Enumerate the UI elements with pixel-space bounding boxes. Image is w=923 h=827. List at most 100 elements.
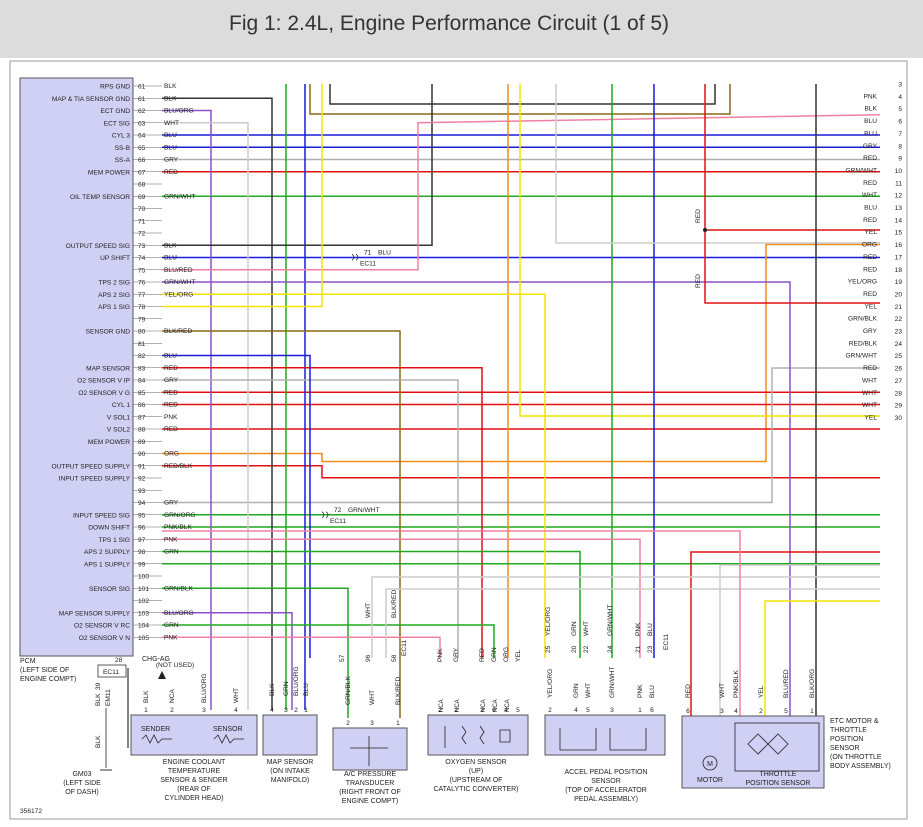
pcm-pin-number: 72: [138, 231, 146, 238]
terminal-wire-label: WHT: [862, 192, 877, 199]
terminal-wire-label: RED: [863, 217, 877, 224]
map-pin-wire: GRN: [283, 681, 290, 696]
terminal-number: 29: [895, 403, 903, 410]
apps-pin-wire: BLU: [649, 685, 656, 698]
pcm-pin-number: 80: [138, 329, 146, 336]
pcm-pin-label: O2 SENSOR V N: [79, 635, 131, 642]
pcm-location-label: ENGINE COMPT): [20, 676, 76, 683]
wire-gray: [162, 379, 459, 658]
etc-caption: POSITION: [830, 736, 863, 743]
wire-violet: [162, 109, 212, 710]
pcm-pin-number: 62: [138, 108, 146, 115]
pcm-wire-label: BLU: [164, 353, 177, 360]
splice-wire: GRN/WHT: [348, 507, 380, 514]
pcm-pin-label: V SOL1: [107, 414, 130, 421]
apps-splice-wire: PNK: [635, 622, 642, 636]
o2-pin-wire: GRN: [491, 647, 498, 662]
pcm-wire-label: RED: [164, 389, 178, 396]
ac-pin-number: 2: [346, 720, 350, 727]
wire-violet: [162, 281, 791, 718]
ac-transducer-caption: A/C PRESSURE: [344, 771, 396, 778]
map-pin-number: 1: [304, 707, 308, 714]
terminal-wire-label: BLU: [864, 130, 877, 137]
apps-pin-number: 4: [574, 707, 578, 714]
apps-pin-wire: WHT: [585, 683, 592, 698]
figure-header: Fig 1: 2.4L, Engine Performance Circuit …: [0, 0, 923, 58]
pcm-pin-label: SENSOR SIG: [89, 586, 130, 593]
pcm-pin-label: ECT SIG: [104, 120, 130, 127]
pcm-pin-label: CYL 1: [112, 402, 130, 409]
apps-splice-wire: WHT: [583, 621, 590, 636]
ect-sensor-caption: (REAR OF: [177, 786, 210, 793]
splice-symbol: [321, 511, 329, 519]
terminal-number: 17: [895, 254, 903, 261]
pcm-pin-number: 83: [138, 365, 146, 372]
ground-location-label: OF DASH): [65, 789, 98, 796]
ground-location-label: (LEFT SIDE: [63, 780, 101, 787]
pcm-wire-label: RED/BLK: [164, 463, 193, 470]
terminal-number: 23: [895, 329, 903, 336]
accel-pedal-sensor-box: [544, 714, 666, 756]
pcm-wire-label: PNK: [164, 536, 178, 543]
wire-green: [162, 624, 495, 658]
o2-pin-number: 6: [492, 707, 496, 714]
splice-pin: 72: [334, 507, 342, 514]
wire-red: [704, 84, 880, 304]
wire-gray: [162, 367, 880, 504]
wire-black-top: [329, 84, 716, 105]
connector-id: EM11: [105, 689, 112, 706]
terminal-number: 12: [895, 193, 903, 200]
terminal-number: 13: [895, 205, 903, 212]
terminal-number: 9: [898, 156, 902, 163]
red-wire-label: RED: [695, 274, 702, 288]
oxygen-sensor-caption: OXYGEN SENSOR: [445, 759, 506, 766]
terminal-number: 28: [895, 390, 903, 397]
etc-pin-wire: WHT: [719, 683, 726, 698]
transducer-symbol: [350, 736, 388, 766]
pcm-pin-label: MEM POWER: [88, 169, 130, 176]
pcm-wire-label: ORG: [164, 451, 179, 458]
wire-pink: [162, 636, 441, 658]
o2-nca-label: NCA: [481, 699, 487, 712]
apps-splice-wire: GRN/WHT: [607, 605, 614, 637]
terminal-wire-label: RED/BLK: [849, 340, 878, 347]
apps-pin-wire: GRN/WHT: [609, 667, 616, 699]
pcm-pin-label: APS 2 SIG: [98, 292, 130, 299]
pcm-pin-number: 74: [138, 255, 146, 262]
terminal-number: 22: [895, 316, 903, 323]
terminal-wire-label: YEL/ORG: [848, 279, 877, 286]
apps-splice-pin: 25: [545, 645, 552, 653]
wire-pnk-blk: [162, 530, 741, 718]
map-sensor-caption: MAP SENSOR: [267, 759, 314, 766]
terminal-wire-label: YEL: [865, 303, 878, 310]
terminal-wire-label: YEL: [865, 229, 878, 236]
splice-wire: BLU: [378, 249, 391, 256]
pcm-wire-label: WHT: [164, 120, 179, 127]
wire-red: [162, 367, 483, 658]
apps-pin-number: 3: [610, 707, 614, 714]
oxygen-sensor-caption: (UP): [469, 768, 483, 775]
splice-symbol: [351, 253, 359, 261]
oxygen-sensor-symbol: [444, 725, 511, 748]
terminal-wire-label: GRY: [863, 328, 878, 335]
tps-symbol: [747, 733, 789, 755]
o2-pin-number: 5: [516, 707, 520, 714]
etc-pin-number: 5: [784, 708, 788, 715]
pcm-pin-number: 61: [138, 96, 146, 103]
pcm-box: [19, 77, 134, 657]
pcm-location-label: PCM: [20, 658, 36, 665]
pcm-pin-label: UP SHIFT: [100, 255, 130, 262]
accel-pedal-sensor-caption: SENSOR: [591, 778, 621, 785]
terminal-wire-label: GRN/WHT: [846, 167, 878, 174]
map-pin-wire: BLU: [303, 683, 310, 696]
terminal-number: 24: [895, 341, 903, 348]
wire-yellow: [519, 84, 880, 417]
pcm-wire-label: PNK: [164, 634, 178, 641]
o2-pin-wire: ORG: [503, 647, 510, 662]
terminal-wire-label: WHT: [862, 390, 877, 397]
pcm-pin-label: V SOL2: [107, 427, 130, 434]
ac-splice-connector: EC11: [401, 640, 408, 656]
terminal-number: 16: [895, 242, 903, 249]
not-used-arrow: [158, 671, 166, 679]
